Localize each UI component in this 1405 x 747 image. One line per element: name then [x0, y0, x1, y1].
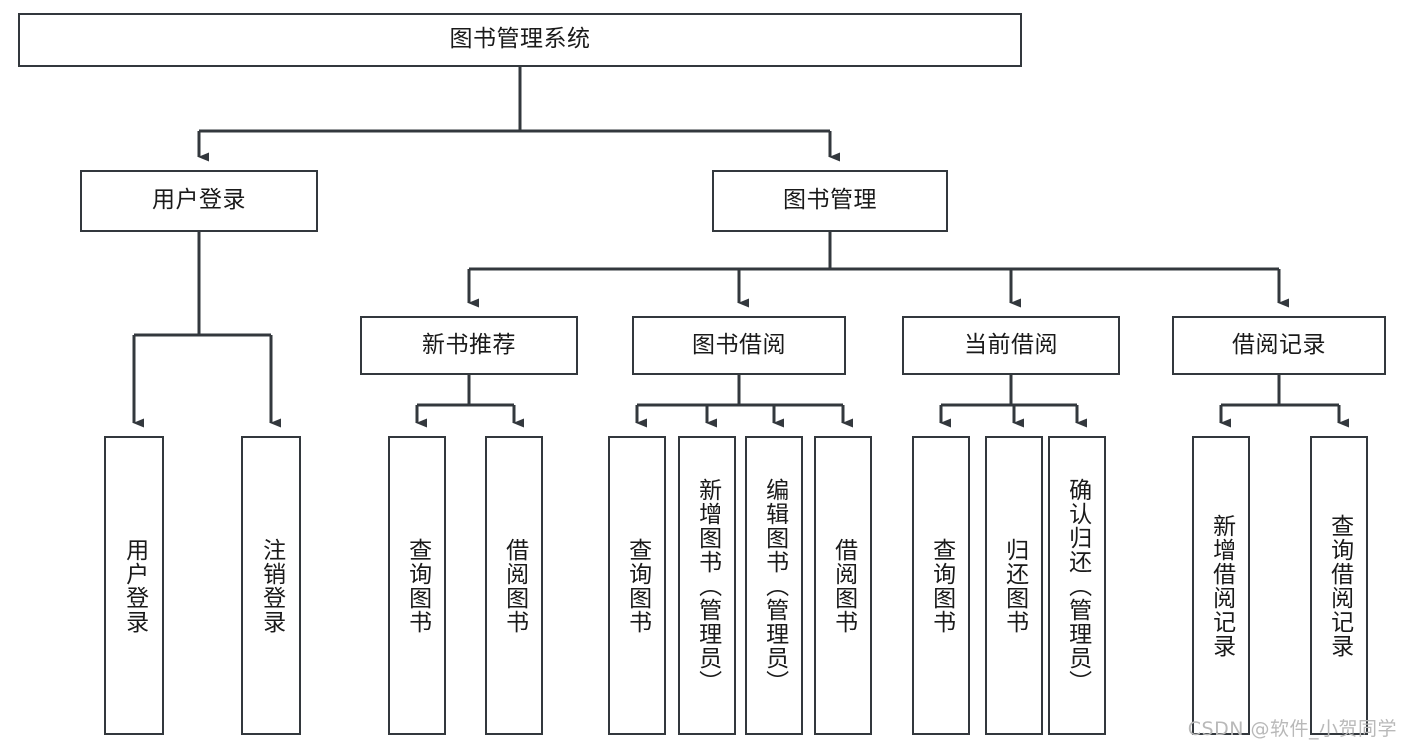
node-leaf-0-label: 用户登录 — [121, 537, 148, 634]
node-leaf-10[interactable]: 确认归还（管理员） — [1048, 436, 1106, 735]
node-leaf-4-label: 查询图书 — [624, 537, 651, 634]
node-level3-2[interactable]: 当前借阅 — [902, 316, 1120, 375]
node-level2-1-label: 图书管理 — [783, 187, 877, 214]
node-level2-1[interactable]: 图书管理 — [712, 170, 948, 232]
node-leaf-1-label: 注销登录 — [258, 537, 285, 634]
node-root[interactable]: 图书管理系统 — [18, 13, 1022, 67]
node-leaf-7[interactable]: 借阅图书 — [814, 436, 872, 735]
node-leaf-5-label: 新增图书（管理员） — [694, 477, 721, 694]
node-leaf-1[interactable]: 注销登录 — [241, 436, 301, 735]
node-leaf-0[interactable]: 用户登录 — [104, 436, 164, 735]
node-leaf-4[interactable]: 查询图书 — [608, 436, 666, 735]
node-leaf-9-label: 归还图书 — [1001, 537, 1028, 634]
node-leaf-8-label: 查询图书 — [928, 537, 955, 634]
node-leaf-11[interactable]: 新增借阅记录 — [1192, 436, 1250, 735]
node-level3-0[interactable]: 新书推荐 — [360, 316, 578, 375]
node-leaf-12[interactable]: 查询借阅记录 — [1310, 436, 1368, 735]
node-level2-0[interactable]: 用户登录 — [80, 170, 318, 232]
node-level3-1[interactable]: 图书借阅 — [632, 316, 846, 375]
node-leaf-3[interactable]: 借阅图书 — [485, 436, 543, 735]
node-root-label: 图书管理系统 — [449, 26, 591, 53]
node-leaf-12-label: 查询借阅记录 — [1326, 513, 1353, 658]
node-leaf-9[interactable]: 归还图书 — [985, 436, 1043, 735]
node-level3-0-label: 新书推荐 — [422, 331, 516, 358]
node-leaf-7-label: 借阅图书 — [830, 537, 857, 634]
node-level3-3[interactable]: 借阅记录 — [1172, 316, 1386, 375]
node-level3-1-label: 图书借阅 — [692, 331, 786, 358]
node-leaf-2-label: 查询图书 — [404, 537, 431, 634]
node-level2-0-label: 用户登录 — [152, 187, 246, 214]
node-leaf-6[interactable]: 编辑图书（管理员） — [745, 436, 803, 735]
node-leaf-6-label: 编辑图书（管理员） — [761, 477, 788, 694]
node-leaf-11-label: 新增借阅记录 — [1208, 513, 1235, 658]
node-leaf-2[interactable]: 查询图书 — [388, 436, 446, 735]
node-leaf-3-label: 借阅图书 — [501, 537, 528, 634]
node-level3-3-label: 借阅记录 — [1232, 331, 1326, 358]
node-level3-2-label: 当前借阅 — [964, 331, 1058, 358]
node-leaf-10-label: 确认归还（管理员） — [1064, 477, 1091, 694]
node-leaf-5[interactable]: 新增图书（管理员） — [678, 436, 736, 735]
node-leaf-8[interactable]: 查询图书 — [912, 436, 970, 735]
